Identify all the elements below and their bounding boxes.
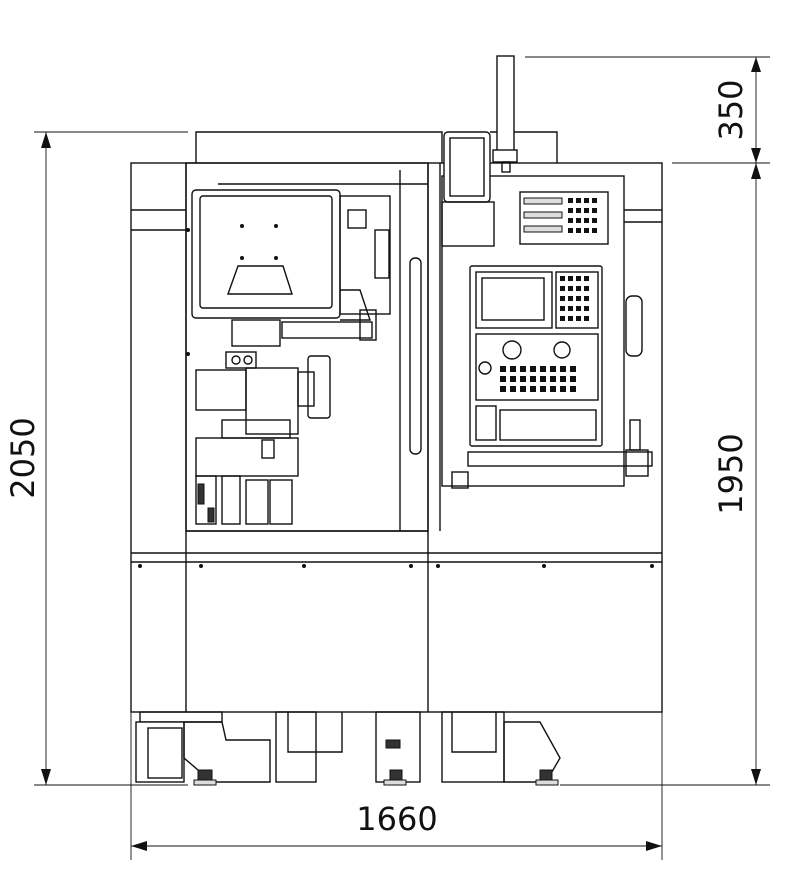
machine-body xyxy=(130,55,663,713)
dimension-lines xyxy=(34,56,770,860)
machine-height-label: 1950 xyxy=(712,433,750,514)
machine-base xyxy=(135,711,561,786)
overall-height-label: 2050 xyxy=(4,417,42,498)
width-label: 1660 xyxy=(356,800,437,838)
top-extension-label: 350 xyxy=(712,79,750,140)
